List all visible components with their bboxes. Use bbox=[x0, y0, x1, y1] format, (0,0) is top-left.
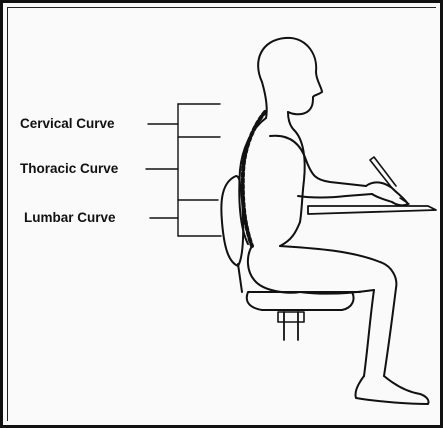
chair-back-post bbox=[238, 264, 242, 292]
chair-post bbox=[284, 312, 298, 340]
head bbox=[258, 38, 322, 114]
lumbar-curve-label: Lumbar Curve bbox=[24, 210, 116, 226]
bracket-lines bbox=[146, 104, 221, 236]
upper-arm bbox=[270, 136, 366, 186]
chair-post-collar bbox=[278, 312, 304, 322]
belly bbox=[280, 222, 300, 246]
desk bbox=[308, 206, 436, 214]
thigh-top bbox=[280, 246, 396, 288]
hand bbox=[366, 182, 408, 205]
thoracic-curve-label: Thoracic Curve bbox=[20, 161, 118, 177]
shin bbox=[384, 288, 396, 376]
forearm bbox=[298, 194, 372, 198]
spine bbox=[243, 112, 265, 246]
chair-backrest bbox=[221, 176, 243, 266]
foot bbox=[355, 376, 428, 404]
cervical-curve-label: Cervical Curve bbox=[20, 116, 115, 132]
calf bbox=[364, 290, 374, 376]
chair-seat bbox=[247, 292, 354, 310]
